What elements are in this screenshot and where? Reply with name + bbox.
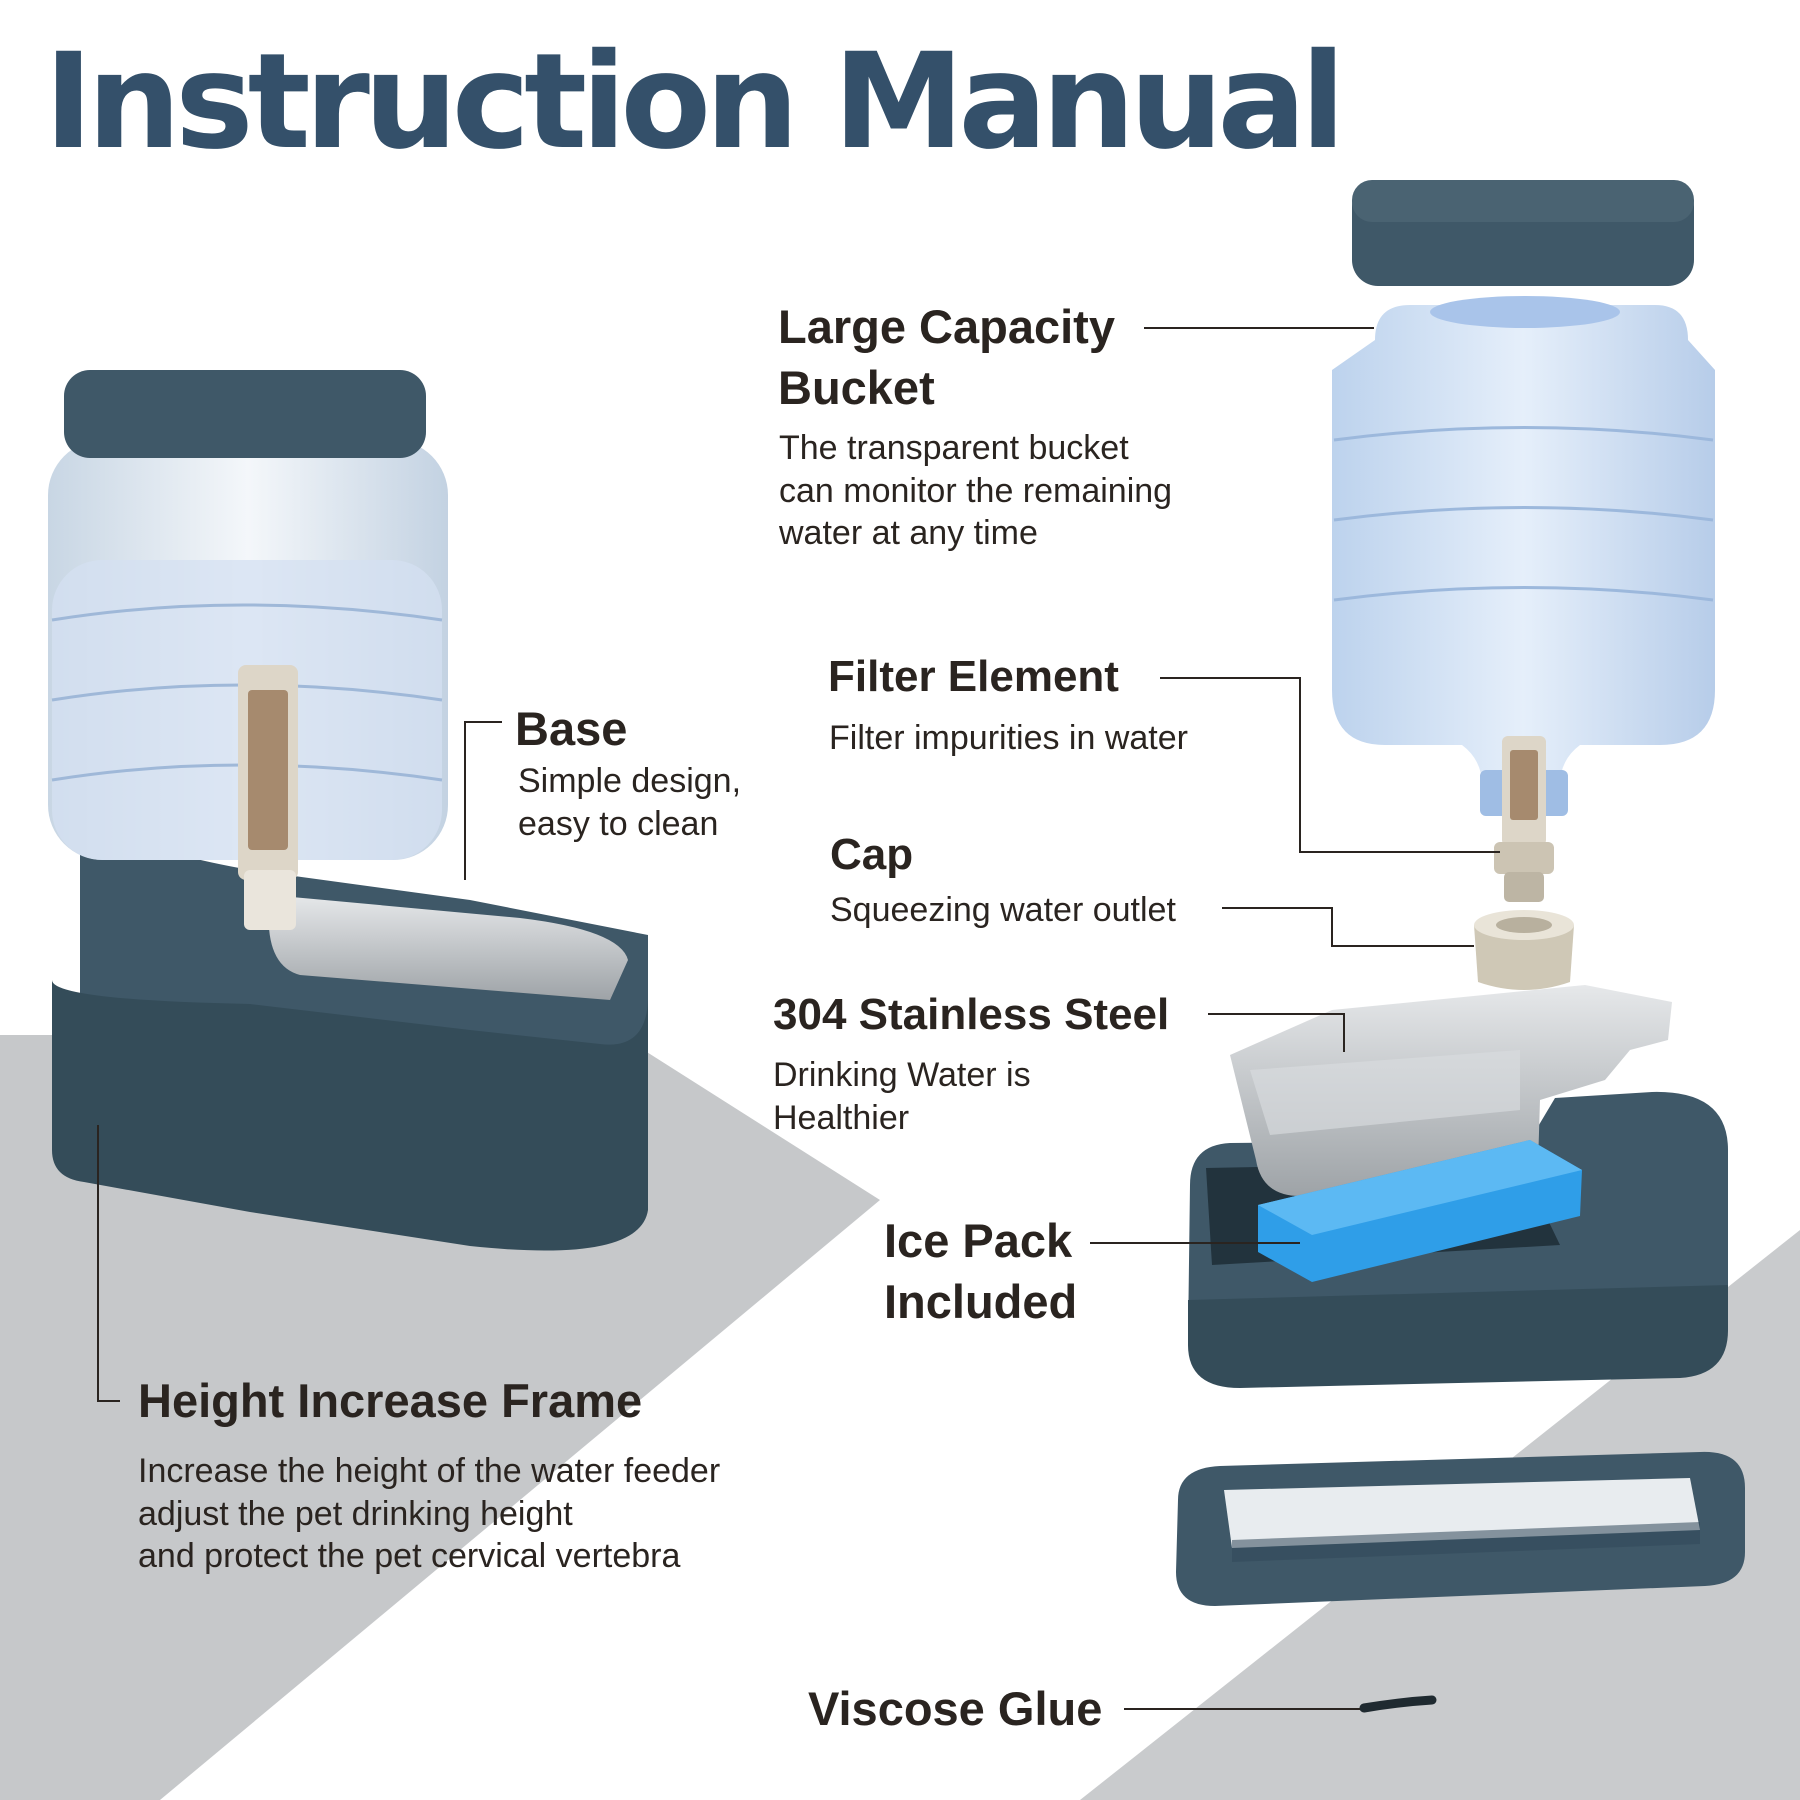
filter-text: Filter impurities in water [829, 719, 1188, 757]
height-frame-text: Increase the height of the water feeder … [138, 1452, 721, 1575]
bucket-text: The transparent bucket can monitor the r… [779, 429, 1173, 552]
steel-title: 304 Stainless Steel [773, 990, 1170, 1039]
bucket-title: Large Capacity Bucket [778, 300, 1115, 415]
cap-title: Cap [830, 830, 914, 879]
ice-title: Ice Pack Included [884, 1214, 1078, 1329]
page-title: Instruction Manual [44, 25, 1346, 179]
height-frame-title: Height Increase Frame [138, 1374, 643, 1427]
glue-title: Viscose Glue [808, 1682, 1103, 1735]
base-text: Simple design, easy to clean [518, 762, 742, 843]
callout-lines [97, 327, 1500, 1710]
floor-shadow-left [0, 1035, 880, 1800]
height-frame-leader [97, 1125, 120, 1402]
steel-text: Drinking Water is Healthier [773, 1056, 1031, 1137]
cap-leader [1222, 907, 1474, 947]
filter-leader [1160, 677, 1500, 853]
filter-title: Filter Element [828, 652, 1119, 701]
assembled-feeder [48, 370, 648, 1251]
exploded-feeder [1176, 180, 1745, 1713]
base-title: Base [515, 702, 628, 755]
cap-text: Squeezing water outlet [830, 891, 1176, 929]
base-leader [464, 721, 502, 880]
steel-leader [1208, 1013, 1345, 1052]
